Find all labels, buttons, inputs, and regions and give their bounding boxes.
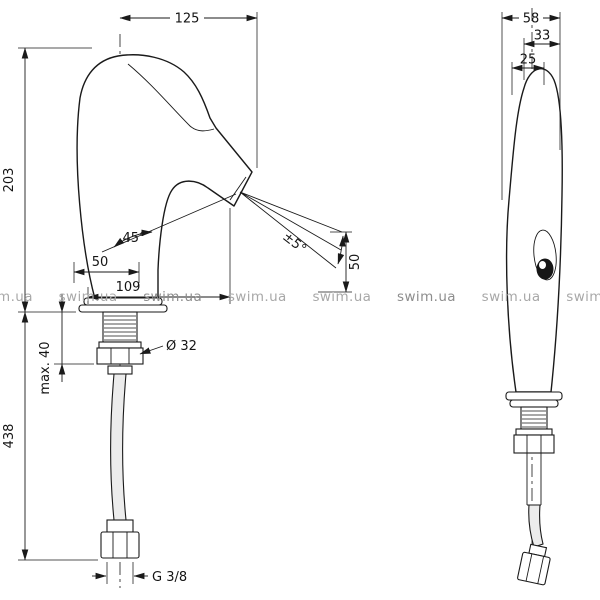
base-escutcheon — [78, 297, 168, 313]
aerator-face-line — [229, 176, 247, 201]
dim-label-25: 25 — [520, 53, 537, 68]
dim-label-50-front: 50 — [92, 255, 109, 270]
dim-label-pm5deg: ±5° — [279, 229, 308, 257]
dim-jet-adjust: ±5° — [239, 191, 346, 269]
spout-contour-line — [127, 63, 215, 132]
dim-jet-50: 50 — [318, 231, 363, 293]
dim-thread-g38: G 3/8 — [92, 562, 187, 585]
aerator-highlight — [539, 261, 546, 269]
dim-label-58: 58 — [523, 12, 540, 27]
spout-outlet — [533, 229, 557, 281]
faucet-body-front — [505, 68, 563, 393]
dim-label-203: 203 — [2, 168, 17, 193]
dim-outlet-109: 109 — [87, 208, 231, 304]
dim-height-203: 203 — [2, 47, 92, 313]
dim-depth-25: 25 — [511, 53, 545, 95]
dim-label-45deg: 45° — [122, 231, 145, 246]
supply-hose — [100, 365, 140, 559]
dim-depth-58: 58 — [501, 12, 561, 200]
base-escutcheon-front — [505, 391, 563, 408]
dim-label-125: 125 — [175, 12, 200, 27]
dim-angle-45: 45° — [101, 193, 237, 253]
supply-hose-front — [517, 453, 551, 586]
dim-shank-dia32: Ø 32 — [139, 339, 197, 355]
mounting-shank-front — [513, 406, 555, 454]
aerator-dark-opening — [536, 258, 554, 280]
dim-label-max40: max. 40 — [38, 341, 53, 394]
dim-label-dia32: Ø 32 — [166, 339, 197, 354]
dim-label-438: 438 — [2, 424, 17, 449]
mounting-shank — [96, 311, 144, 365]
left-view: 125 203 438 max. 40 50 — [2, 12, 363, 588]
dim-label-50-jet: 50 — [348, 254, 363, 271]
dim-label-g38: G 3/8 — [152, 570, 187, 585]
dim-max-40: max. 40 — [38, 294, 94, 395]
dim-hose-438: 438 — [2, 311, 98, 561]
dim-depth-33: 33 — [523, 29, 561, 80]
dim-front-50: 50 — [73, 255, 140, 283]
right-view: 58 33 25 — [501, 8, 563, 586]
dim-label-33: 33 — [534, 29, 551, 44]
dim-reach-125: 125 — [119, 12, 258, 168]
dim-label-109: 109 — [116, 280, 141, 295]
